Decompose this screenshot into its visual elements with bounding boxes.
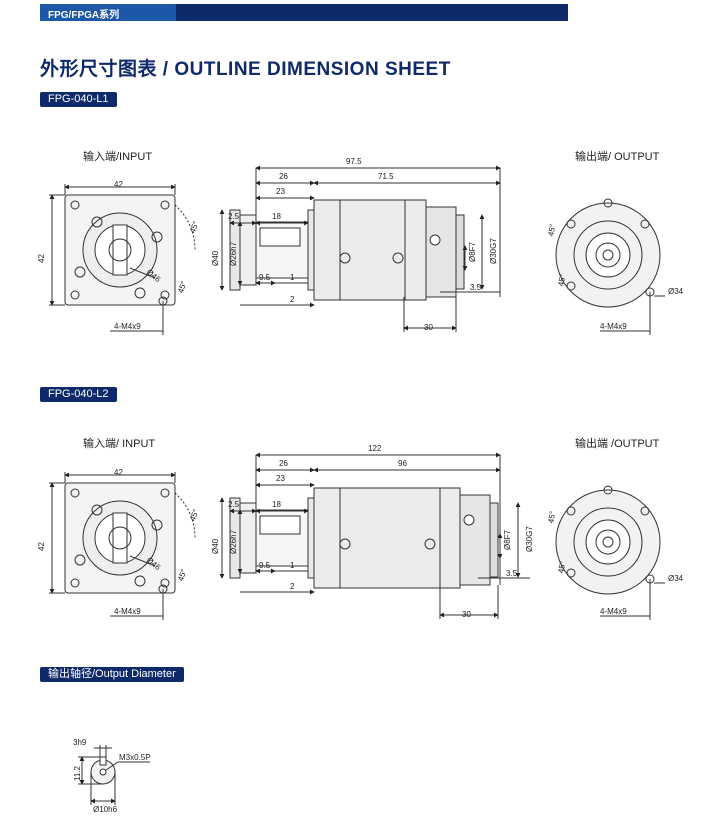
dim-out-pcd-l2: Ø34 (668, 574, 684, 583)
dim-1-l1: 1 (290, 273, 295, 282)
dim-out-angle2-l2: 45° (556, 560, 567, 573)
dim-d8-l1: Ø8F7 (468, 241, 477, 262)
dim-out-bolt-l2: 4-M4x9 (600, 607, 627, 616)
dim-out-angle2-l1: 45° (556, 273, 567, 286)
page-title: 外形尺寸图表 / OUTLINE DIMENSION SHEET (40, 59, 451, 80)
dim-35-l2: 3.5 (506, 569, 518, 578)
dim-body-len-l2: 96 (398, 459, 407, 468)
dim-d30-l1: Ø30G7 (489, 238, 498, 264)
dim-1-l2: 1 (290, 561, 295, 570)
dim-2-l1: 2 (290, 295, 295, 304)
dim-d40-l2: Ø40 (211, 538, 220, 554)
dim-out-angle1-l1: 45° (546, 223, 557, 236)
dim-in-bolt-l2: 4-M4x9 (114, 607, 141, 616)
output-label-l1: 输出端/ OUTPUT (575, 151, 660, 163)
dim-2-l2: 2 (290, 582, 295, 591)
input-view-l2 (49, 472, 196, 620)
dim-out-bolt-l1: 4-M4x9 (600, 322, 627, 331)
dim-25-l1: 2.5 (228, 212, 240, 221)
input-label-l1: 输入端/INPUT (83, 151, 153, 163)
dim-95-l2: 9.5 (259, 561, 271, 570)
dim-in-height-l1: 42 (37, 254, 46, 263)
dim-in-angle-l2: 45° (188, 508, 201, 522)
dim-out-pcd-l1: Ø34 (668, 287, 684, 296)
dim-26-l2: 26 (279, 459, 288, 468)
dim-30-l1: 30 (424, 323, 433, 332)
dim-23-l2: 23 (276, 474, 285, 483)
output-label-l2: 输出端 /OUTPUT (575, 438, 660, 450)
dim-in-width-l1: 42 (114, 180, 123, 189)
dim-in-width-l2: 42 (114, 468, 123, 477)
dim-in-bolt-l1: 4-M4x9 (114, 322, 141, 331)
dim-shaft-height: 11.2 (73, 765, 82, 781)
dim-key-width: 3h9 (73, 738, 87, 747)
input-view-l1 (49, 184, 196, 335)
output-diameter-drawing (78, 745, 150, 805)
dim-d30-l2: Ø30G7 (525, 526, 534, 552)
model-tag-l1: FPG-040-L1 (40, 92, 117, 107)
model-tag-l2: FPG-040-L2 (40, 387, 117, 402)
dim-d8-l2: Ø8F7 (503, 529, 512, 550)
output-view-l2 (555, 485, 665, 620)
dim-26-l1: 26 (279, 172, 288, 181)
dim-23-l1: 23 (276, 187, 285, 196)
dim-in-height-l2: 42 (37, 542, 46, 551)
dim-d40-l1: Ø40 (211, 250, 220, 266)
dim-30-l2: 30 (462, 610, 471, 619)
series-label: FPG/FPGA系列 (48, 10, 120, 21)
dim-total-len-l2: 122 (368, 444, 382, 453)
header-accent (40, 4, 176, 21)
dim-thread: M3x0.5P (119, 753, 151, 762)
input-label-l2: 输入端/ INPUT (83, 438, 156, 450)
dim-d26-l1: Ø26h7 (229, 241, 238, 266)
dim-in-angle2-l2: 45° (176, 568, 189, 582)
dim-total-len-l1: 97.5 (346, 157, 362, 166)
dim-d26-l2: Ø26h7 (229, 529, 238, 554)
dim-shaft-diameter: Ø10h6 (93, 805, 118, 814)
output-diameter-tag: 输出轴径/Output Diameter (40, 667, 184, 682)
side-view-l2 (219, 452, 530, 619)
dim-25-l2: 2.5 (228, 500, 240, 509)
header-bar: FPG/FPGA系列 (40, 4, 568, 21)
dim-out-angle1-l2: 45° (546, 510, 557, 523)
dim-35-l1: 3.5 (470, 283, 482, 292)
output-view-l1 (555, 198, 665, 335)
dim-95-l1: 9.5 (259, 273, 271, 282)
dim-18-l2: 18 (272, 500, 281, 509)
dim-in-angle2-l1: 45° (176, 280, 189, 294)
dim-body-len-l1: 71.5 (378, 172, 394, 181)
dim-in-angle-l1: 45° (188, 220, 201, 234)
side-view-l1 (219, 165, 501, 332)
dim-18-l1: 18 (272, 212, 281, 221)
